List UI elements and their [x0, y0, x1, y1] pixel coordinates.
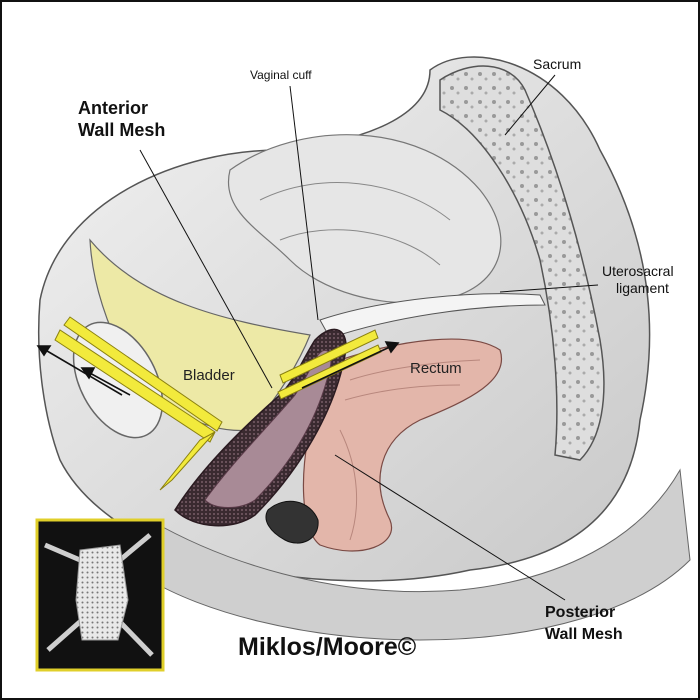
anterior-mesh-arm-2 [63, 316, 223, 432]
tension-arrows [36, 341, 400, 396]
anterior-wall-mesh-label-line1: Anterior [78, 98, 149, 118]
rectum-label: Rectum [410, 360, 462, 377]
mesh-inset-body [75, 544, 129, 641]
mesh-inset-arms [44, 533, 154, 657]
sacrum-bone [439, 65, 605, 461]
bladder-label: Bladder [183, 367, 235, 384]
anterior-mesh-body [159, 431, 216, 491]
fold-line-1 [259, 182, 451, 221]
uterosacral-label-line2: ligament [616, 280, 669, 296]
uterosacral-label-line1: Uterosacral [602, 263, 674, 279]
sacrum-label: Sacrum [533, 56, 582, 72]
vaginal-cuff-label: Vaginal cuff [250, 68, 312, 82]
bowel-folds [227, 134, 502, 304]
posterior-wall-mesh-label-line1: Posterior [545, 604, 616, 621]
fold-line-2 [279, 229, 441, 266]
anal-canal [265, 500, 319, 544]
posterior-wall-mesh-label-line2: Wall Mesh [545, 626, 623, 643]
rectum-striation [339, 359, 481, 541]
copyright-credit: Miklos/Moore© [238, 633, 417, 661]
anterior-wall-mesh-label-line2: Wall Mesh [78, 120, 166, 140]
apical-mesh-arm-1 [279, 329, 379, 384]
lower-tissue [149, 468, 691, 641]
uterosacral-ligament-band [319, 293, 546, 339]
leader-lines [139, 74, 599, 601]
